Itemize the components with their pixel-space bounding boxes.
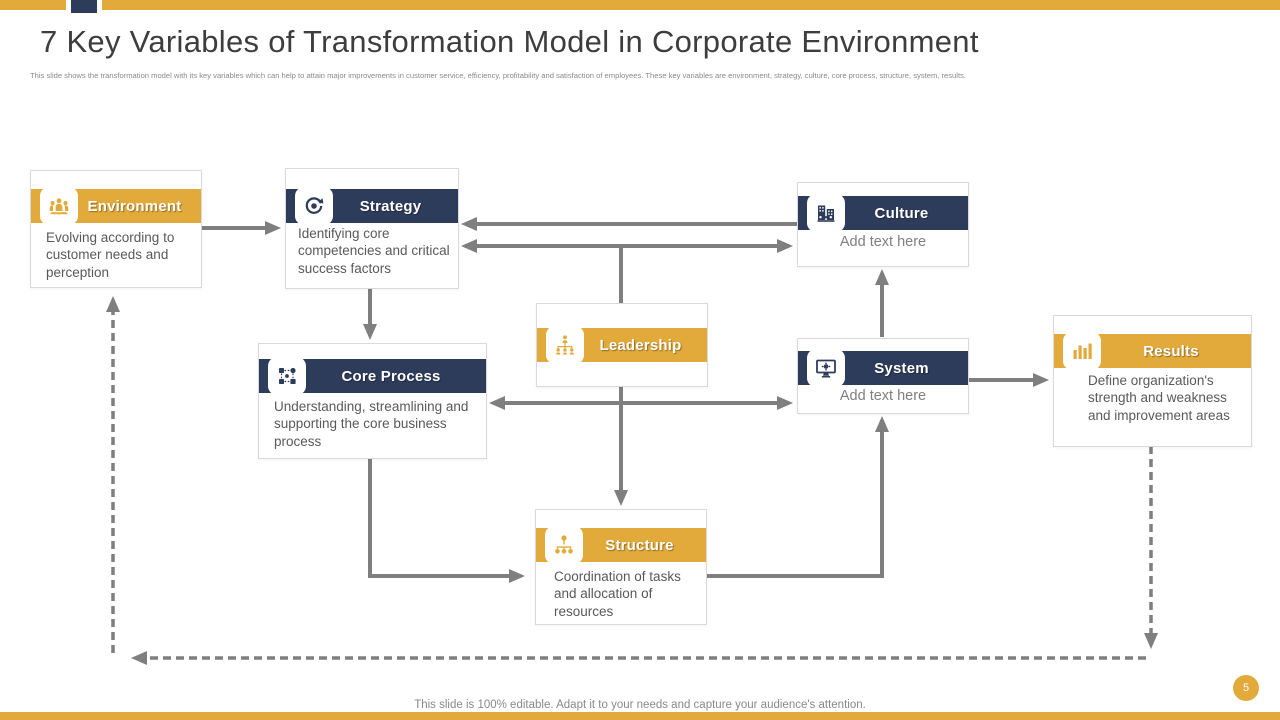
connector-structure-system — [706, 416, 889, 578]
core-process-body: Understanding, streamlining and supporti… — [274, 399, 469, 449]
results-box: Results Define organization's strength a… — [1053, 315, 1252, 447]
bar-chart-icon — [1063, 332, 1101, 370]
environment-header: Environment — [31, 187, 201, 225]
results-label: Results — [1143, 342, 1199, 360]
system-label: System — [874, 359, 929, 377]
system-body-placeholder[interactable]: Add text here — [839, 388, 927, 404]
footer-note: This slide is 100% editable. Adapt it to… — [414, 699, 866, 711]
culture-label: Culture — [874, 204, 929, 222]
core-process-box: Core Process Understanding, streamlining… — [258, 343, 487, 459]
buildings-people-icon — [807, 194, 845, 232]
environment-body: Evolving according to customer needs and… — [46, 230, 175, 280]
strategy-label: Strategy — [359, 197, 422, 215]
page-title: 7 Key Variables of Transformation Model … — [40, 24, 979, 59]
page-number-badge: 5 — [1233, 675, 1259, 701]
environment-box: Environment Evolving according to custom… — [30, 170, 202, 288]
results-body: Define organization's strength and weakn… — [1088, 373, 1230, 423]
slide-subtitle: This slide shows the transformation mode… — [30, 71, 966, 80]
core-process-header: Core Process — [259, 357, 486, 395]
top-accent-square — [71, 0, 97, 13]
core-process-label: Core Process — [341, 367, 441, 385]
structure-label: Structure — [605, 536, 674, 554]
process-flow-icon — [268, 357, 306, 395]
culture-body-placeholder[interactable]: Add text here — [839, 234, 927, 250]
system-header: System — [798, 349, 968, 387]
top-accent-bar — [0, 0, 1280, 10]
connector-coreprocess-structure — [368, 458, 525, 583]
culture-box: Culture Add text here — [797, 182, 969, 267]
people-group-icon — [40, 187, 78, 225]
leader-hierarchy-icon — [546, 326, 584, 364]
structure-box: Structure Coordination of tasks and allo… — [535, 509, 707, 625]
system-box: System Add text here — [797, 338, 969, 414]
environment-label: Environment — [87, 197, 182, 215]
target-cycle-icon — [295, 187, 333, 225]
leadership-label: Leadership — [599, 336, 682, 354]
org-chart-icon — [545, 526, 583, 564]
strategy-body: Identifying core competencies and critic… — [298, 226, 450, 276]
culture-header: Culture — [798, 194, 968, 232]
leadership-box: Leadership — [536, 303, 708, 387]
leadership-header: Leadership — [537, 326, 707, 364]
structure-header: Structure — [536, 526, 706, 564]
structure-body: Coordination of tasks and allocation of … — [554, 569, 681, 619]
strategy-box: Strategy Identifying core competencies a… — [285, 168, 459, 289]
bottom-accent-bar — [0, 712, 1280, 720]
monitor-gear-icon — [807, 349, 845, 387]
strategy-header: Strategy — [286, 187, 458, 225]
results-header: Results — [1054, 332, 1251, 370]
